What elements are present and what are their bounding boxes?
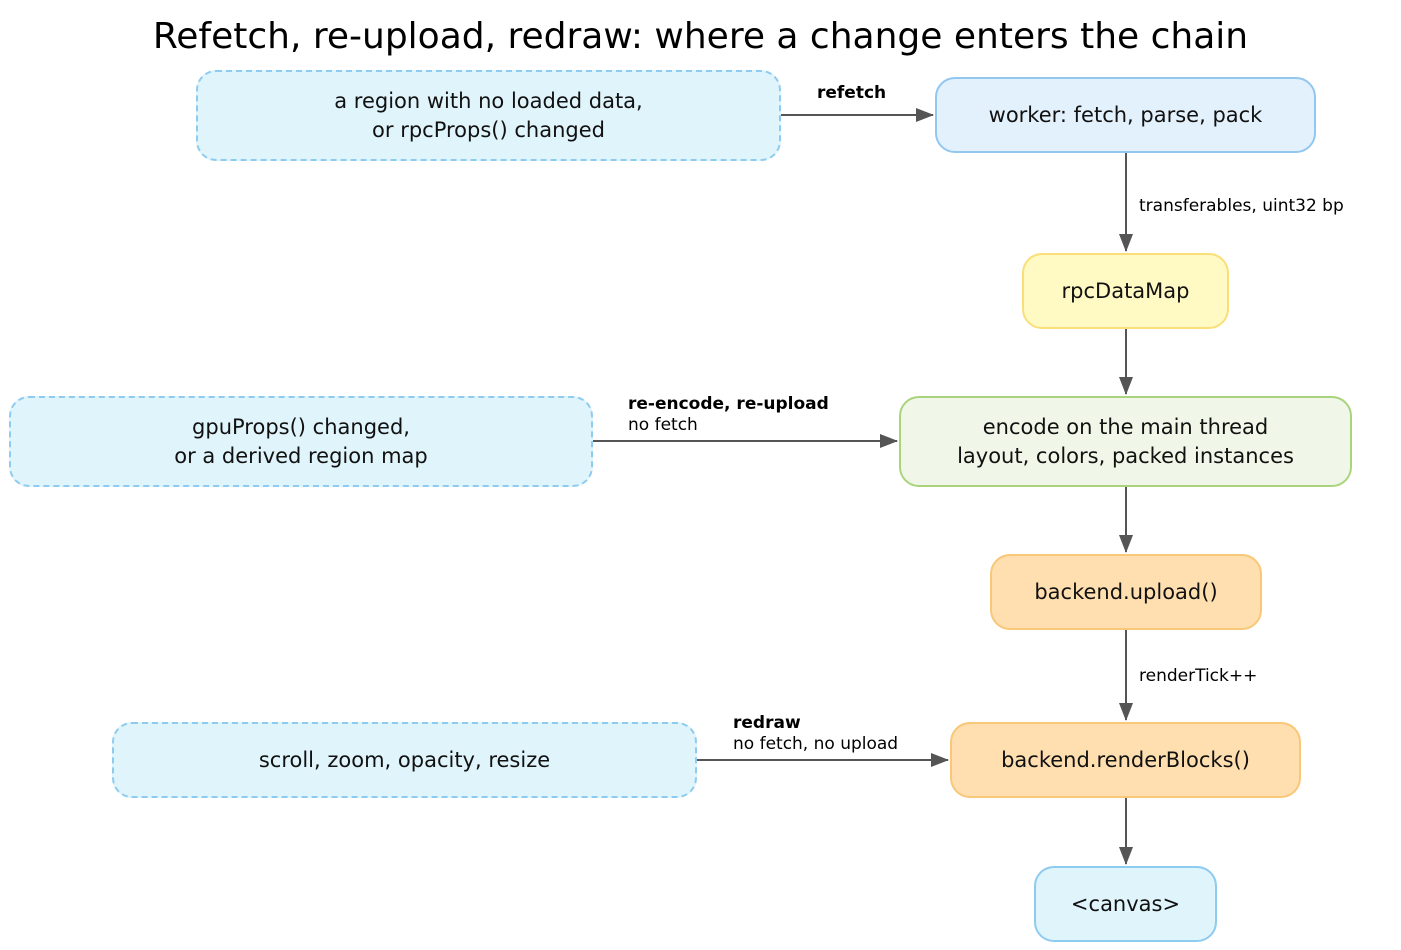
edge-label-transferables-text: transferables, uint32 bp [1139,196,1344,216]
edge-label-render-tick-text: renderTick++ [1139,666,1258,686]
worker-node: worker: fetch, parse, pack [935,77,1316,153]
encode-label-line-2: layout, colors, packed instances [957,443,1294,468]
rpcdatamap-node: rpcDataMap [1022,253,1229,329]
canvas-node: <canvas> [1034,866,1217,942]
diagram-title: Refetch, re-upload, redraw: where a chan… [152,16,1249,57]
trigger-redraw-line-1: scroll, zoom, opacity, resize [258,747,551,772]
edge-label-redraw-title: redraw [733,713,801,733]
rpcdatamap-label: rpcDataMap [1061,278,1190,303]
trigger-refetch-line-2: or rpcProps() changed [372,117,605,142]
trigger-reencode-line-1: gpuProps() changed, [192,414,410,439]
edge-label-reencode-note: no fetch [628,415,698,435]
edge-label-redraw-note: no fetch, no upload [733,734,899,754]
edge-label-transferables: transferables, uint32 bp [1139,196,1344,217]
edge-label-redraw: redraw no fetch, no upload [733,713,898,755]
renderblocks-label: backend.renderBlocks() [1001,747,1250,772]
encode-node: encode on the main thread layout, colors… [899,396,1352,487]
edge-label-refetch-title: refetch [817,83,887,103]
renderblocks-node: backend.renderBlocks() [950,722,1301,798]
trigger-refetch-node: a region with no loaded data, or rpcProp… [196,70,781,161]
trigger-redraw-node: scroll, zoom, opacity, resize [112,722,697,798]
edge-label-render-tick: renderTick++ [1139,666,1257,687]
trigger-refetch-line-1: a region with no loaded data, [334,88,643,113]
edge-label-refetch: refetch [817,83,886,104]
worker-label: worker: fetch, parse, pack [988,102,1263,127]
upload-label: backend.upload() [1034,579,1218,604]
trigger-reencode-line-2: or a derived region map [174,443,428,468]
trigger-reencode-node: gpuProps() changed, or a derived region … [9,396,593,487]
encode-label-line-1: encode on the main thread [982,414,1269,439]
edge-label-reencode: re-encode, re-upload no fetch [628,394,829,436]
canvas-label: <canvas> [1070,891,1181,916]
upload-node: backend.upload() [990,554,1262,630]
edge-label-reencode-title: re-encode, re-upload [628,394,829,414]
